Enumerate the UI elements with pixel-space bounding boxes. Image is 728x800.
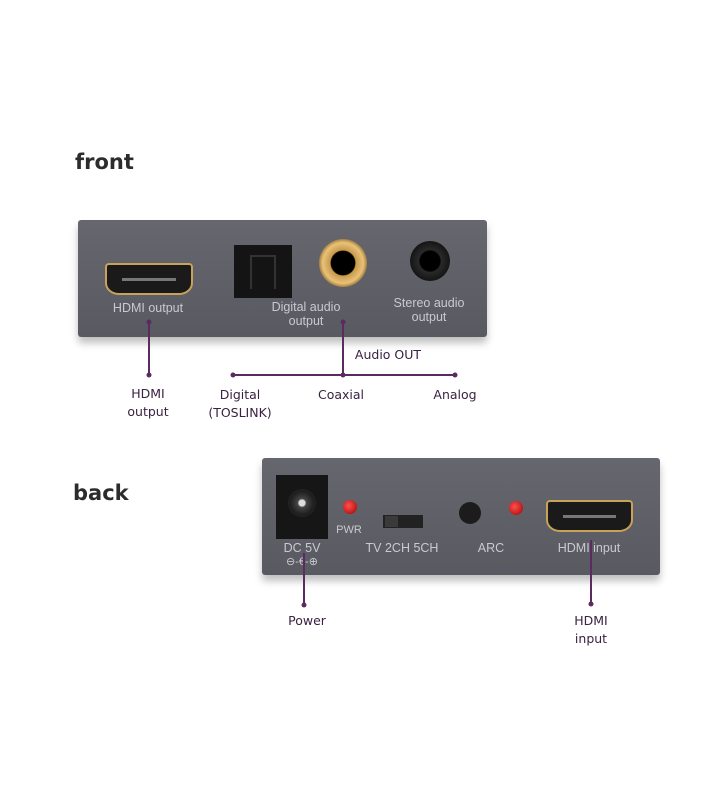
callout-dot [301, 602, 307, 608]
hdmi-input-print: HDMI input [557, 541, 621, 555]
dc-5v-print: DC 5V [283, 541, 321, 555]
hdmi-output-print: HDMI output [112, 301, 184, 315]
callout-dot [588, 601, 594, 607]
power-callout: Power [288, 613, 326, 628]
audio-callout-line [342, 322, 344, 375]
switch-print: TV 2CH 5CH [365, 541, 439, 555]
hdmi-input-callout-line [590, 540, 592, 604]
arc-button[interactable] [459, 502, 481, 524]
callout-dot [340, 319, 346, 325]
power-callout-line [303, 553, 305, 605]
dc-power-jack [276, 475, 328, 539]
hdmi-input-port [546, 500, 633, 532]
pwr-print: PWR [336, 524, 362, 536]
back-heading: back [73, 481, 129, 505]
callout-dot [340, 372, 346, 378]
digital-callout: Digital(TOSLINK) [208, 387, 272, 420]
audio-out-label: Audio OUT [354, 347, 422, 362]
callout-dot [230, 372, 236, 378]
callout-dot [146, 319, 152, 325]
hdmi-callout-line [148, 322, 150, 375]
polarity-print: ⊖-€-⊕ [286, 556, 318, 568]
toslink-port [234, 245, 292, 298]
coaxial-port [319, 239, 367, 287]
front-heading: front [75, 150, 134, 174]
coaxial-callout: Coaxial [317, 387, 365, 402]
stereo-jack [410, 241, 450, 281]
hdmi-output-port [105, 263, 193, 295]
arc-led [509, 501, 523, 515]
analog-callout: Analog [433, 387, 477, 402]
callout-dot [146, 372, 152, 378]
callout-dot [452, 372, 458, 378]
mode-switch[interactable] [383, 515, 423, 528]
power-led [343, 500, 357, 514]
arc-print: ARC [477, 541, 505, 555]
